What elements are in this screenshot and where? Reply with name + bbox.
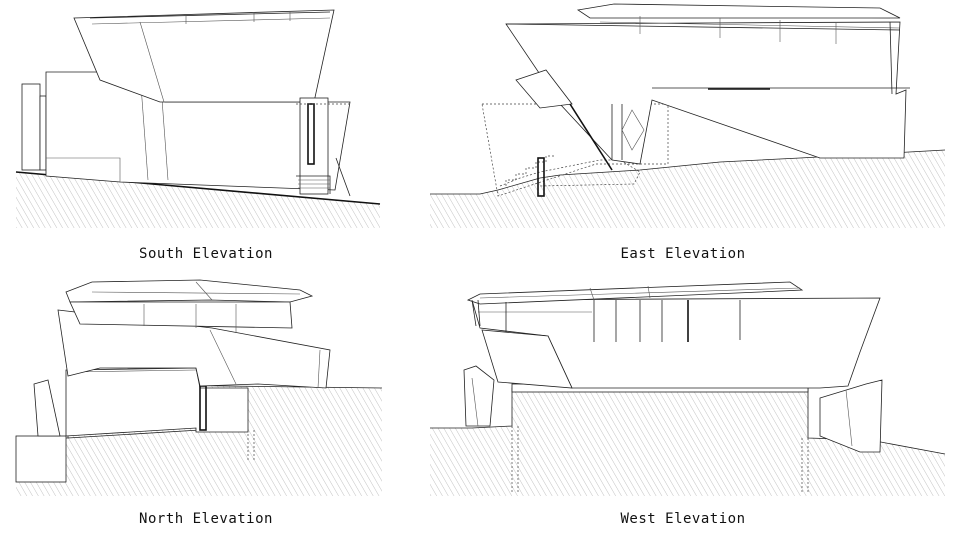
north-roof	[65, 279, 314, 303]
caption-east: East Elevation	[620, 246, 746, 262]
caption-south: South Elevation	[139, 246, 273, 262]
east-elevation	[430, 3, 946, 228]
west-elevation	[430, 281, 946, 496]
south-ground	[16, 172, 380, 228]
north-elevation	[15, 279, 383, 496]
caption-west: West Elevation	[620, 511, 746, 527]
west-ground	[430, 388, 945, 496]
south-upper-volume	[73, 9, 335, 103]
caption-north: North Elevation	[139, 511, 273, 527]
east-ground	[430, 150, 945, 228]
south-elevation	[15, 9, 381, 228]
north-mid-volume	[57, 309, 331, 389]
west-main-volume	[471, 297, 881, 389]
east-main-volume	[505, 21, 907, 165]
